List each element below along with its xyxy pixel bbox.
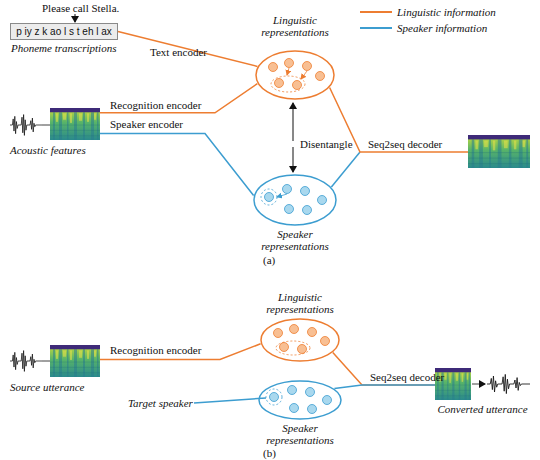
node-heading: Speaker representations <box>253 228 337 252</box>
ellipse-shape <box>259 381 341 419</box>
linguistic-points <box>269 59 325 93</box>
wire <box>472 384 485 385</box>
speaker-points <box>266 386 332 414</box>
ellipse-outline <box>255 50 335 100</box>
spectrogram <box>50 108 100 140</box>
disentangle-arrow <box>293 147 294 172</box>
edge-label: Seq2seq decoder <box>370 371 444 383</box>
ellipse-shape <box>256 51 334 99</box>
representation-space: Speaker representations <box>253 174 337 226</box>
representation-space: Linguistic representations <box>255 50 335 100</box>
node-heading: Linguistic representations <box>258 291 342 315</box>
wire <box>42 125 50 126</box>
legend-label: Linguistic information <box>397 6 496 18</box>
legend-line-sample <box>360 27 392 29</box>
spectrogram <box>468 135 530 168</box>
node-caption: Phoneme transcriptions <box>11 42 116 54</box>
annotation-label: Target speaker <box>128 397 193 409</box>
ellipse-outline <box>253 174 337 226</box>
edge-label: Recognition encoder <box>110 344 201 356</box>
pointer-arrow <box>75 14 76 22</box>
node-caption: Source utterance <box>10 381 84 393</box>
representation-space: Speaker representations <box>258 380 342 420</box>
connector-line <box>100 134 254 196</box>
ellipse-shape <box>254 175 336 225</box>
connector-line <box>100 84 257 113</box>
spectrogram <box>50 345 100 377</box>
acoustic-input: Acoustic features <box>10 108 100 140</box>
target-wire <box>194 398 266 403</box>
annotation-label: Disentangle <box>300 138 353 150</box>
decoder-wire <box>331 152 360 187</box>
connector-line <box>118 32 257 67</box>
waveform <box>487 374 530 393</box>
annotation-label: Seq2seq decoder <box>368 138 442 150</box>
legend-line-sample <box>360 11 392 13</box>
waveform <box>10 115 42 136</box>
annotation-label: (b) <box>263 447 276 459</box>
waveform <box>10 351 42 372</box>
connector-line <box>334 385 435 389</box>
converted-output: Converted utterance <box>435 368 530 400</box>
annotation-label: (a) <box>263 254 275 266</box>
edge-label: Speaker encoder <box>110 118 183 130</box>
node-heading: Speaker representations <box>258 422 342 446</box>
node-heading: Linguistic representations <box>253 14 337 38</box>
phoneme-box: p iy z k ao l s t eh l axPhoneme transcr… <box>10 23 118 40</box>
linguistic-points <box>274 325 330 356</box>
edge-label: Recognition encoder <box>110 99 201 111</box>
speaker-points <box>261 185 327 215</box>
edge-label: Text encoder <box>150 46 207 58</box>
ellipse-outline <box>260 318 340 362</box>
source-input: Source utterance <box>10 345 100 377</box>
legend-label: Speaker information <box>397 22 487 34</box>
annotation-label: Please call Stella. <box>42 2 119 14</box>
representation-space: Linguistic representations <box>260 318 340 362</box>
disentangle-arrow <box>293 103 294 141</box>
ellipse-outline <box>258 380 342 420</box>
phoneme-text: p iy z k ao l s t eh l ax <box>16 26 112 38</box>
connector-line <box>100 344 261 360</box>
ellipse-shape <box>261 319 339 361</box>
wire <box>42 361 50 362</box>
node-caption: Converted utterance <box>437 403 527 415</box>
node-caption: Acoustic features <box>10 144 86 156</box>
